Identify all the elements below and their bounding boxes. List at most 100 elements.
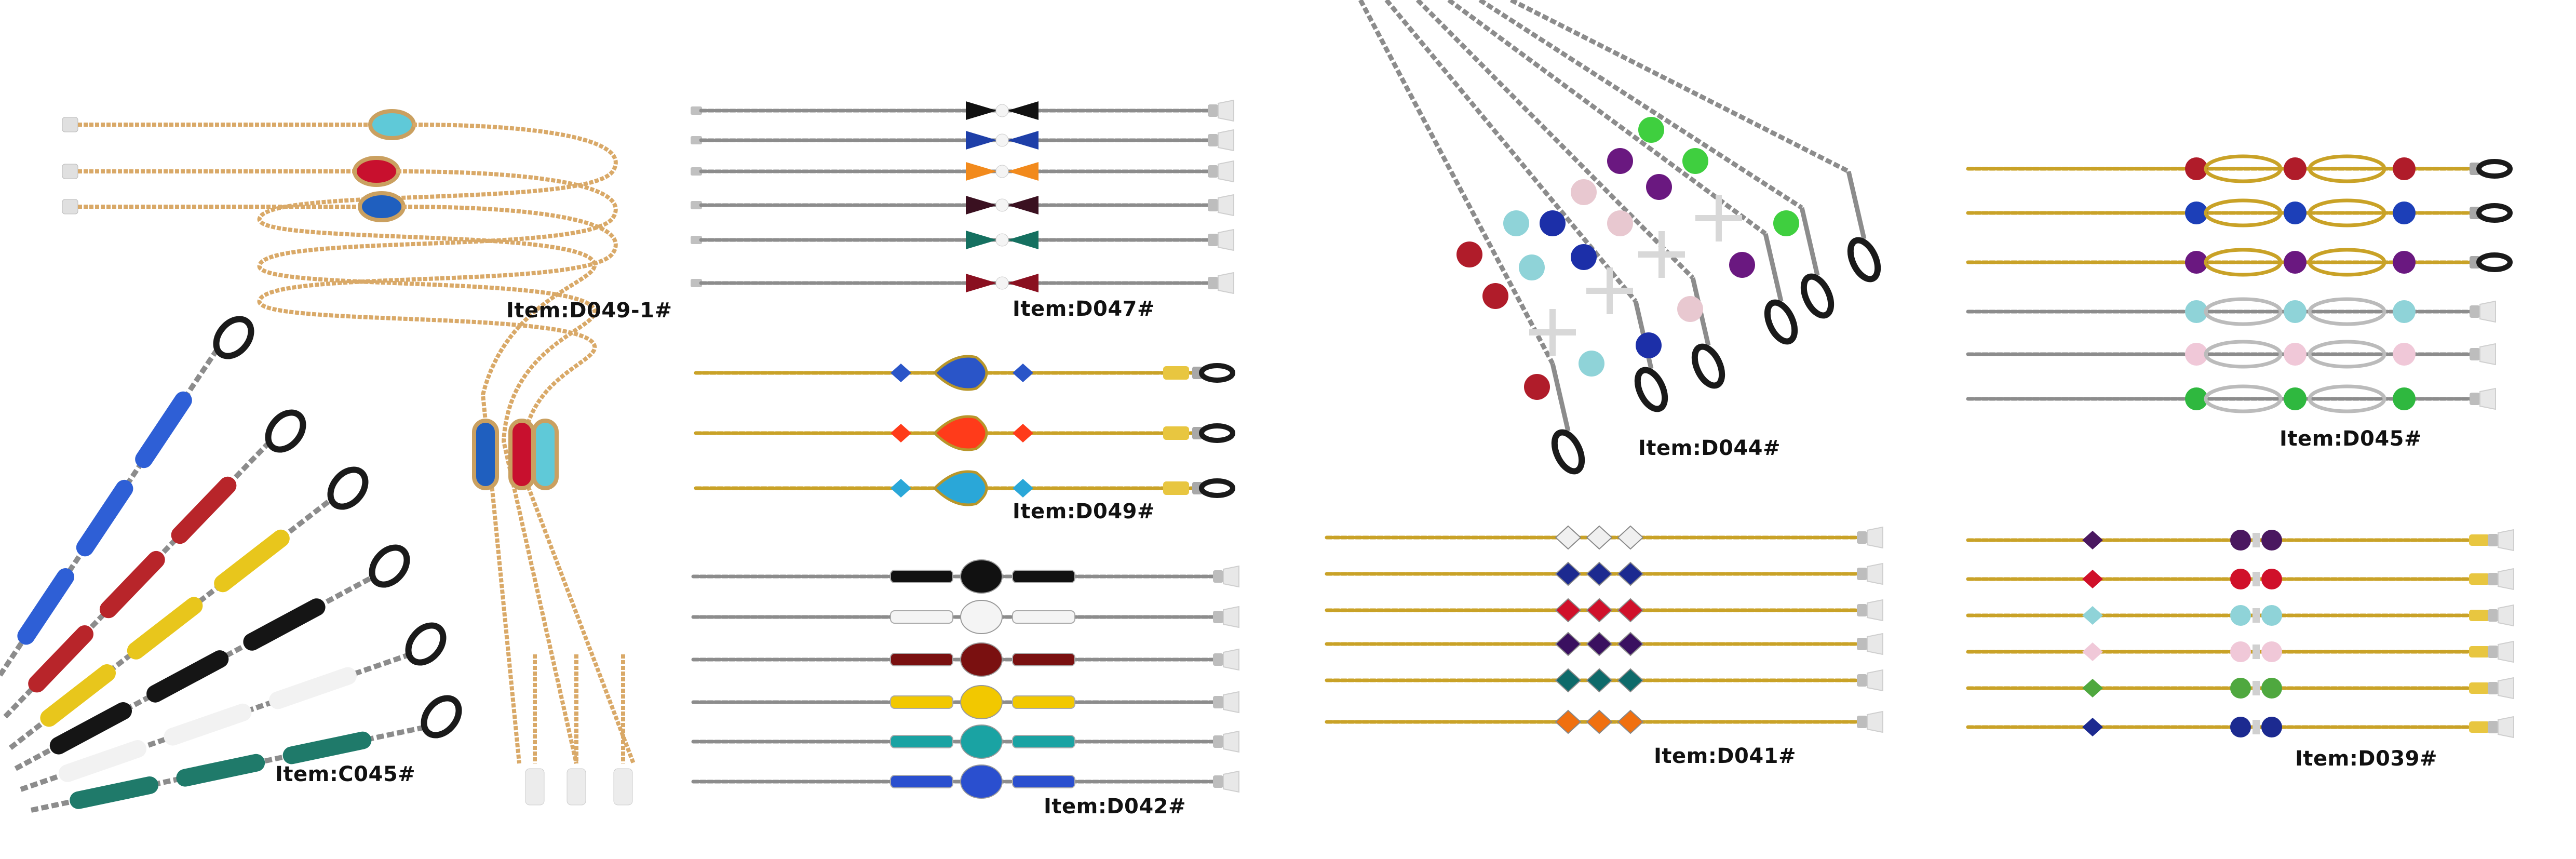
round-bead: [2284, 387, 2307, 410]
faceted-bead: [960, 600, 1003, 634]
tube-bead: [214, 529, 290, 593]
round-bead: [2230, 569, 2251, 589]
product-d041-crystal-chains: [1325, 525, 1883, 734]
rubber-tip: [1223, 565, 1239, 588]
end-cap: [1857, 568, 1867, 580]
rubber-tip: [1223, 691, 1239, 714]
crystal-bicone: [1586, 525, 1613, 550]
crystal-bicone: [1555, 668, 1582, 693]
gold-cap: [1163, 426, 1189, 440]
rubber-loop: [1199, 423, 1235, 443]
round-bead: [1503, 210, 1529, 236]
bow-left: [966, 196, 997, 214]
round-bead: [2185, 157, 2208, 180]
rubber-loop: [421, 695, 462, 739]
bow-center-pearl: [995, 276, 1009, 290]
rubber-tip: [1223, 606, 1239, 628]
round-bead: [2284, 157, 2307, 180]
rubber-tip: [2479, 300, 2496, 323]
bow-center-pearl: [995, 233, 1009, 247]
bicone-crystal: [1013, 364, 1033, 382]
crystal-bicone: [2082, 642, 2103, 661]
crystal-bicone: [1586, 598, 1613, 623]
bow-right: [1007, 231, 1039, 249]
product-d047-bow-chains: [691, 99, 1234, 294]
label-c045: Item:C045#: [275, 762, 416, 786]
end-cap: [691, 167, 702, 176]
crystal-bicone: [2082, 718, 2103, 736]
rhinestone-spacer: [2253, 608, 2260, 623]
round-bead: [1519, 254, 1545, 280]
end-cap: [2488, 721, 2498, 733]
round-bead: [2185, 300, 2208, 323]
round-bead: [1636, 332, 1662, 358]
end-cap: [2488, 573, 2498, 585]
rubber-loop: [405, 622, 447, 666]
label-d045: Item:D045#: [2280, 427, 2422, 451]
gold-cap: [2469, 721, 2490, 733]
crystal-bicone: [1617, 561, 1644, 586]
pendant-stone: [472, 419, 499, 490]
label-d042: Item:D042#: [1044, 795, 1186, 818]
tube-bead: [282, 731, 372, 764]
round-bead: [2185, 387, 2208, 410]
teardrop-stone: [933, 355, 988, 391]
end-cap: [1213, 653, 1223, 666]
bicone-crystal: [1013, 479, 1033, 498]
round-bead: [2261, 569, 2282, 589]
oval-link: [2308, 384, 2386, 413]
end-cap: [1857, 674, 1867, 687]
tube-bead: [890, 735, 953, 748]
end-cap: [2488, 609, 2498, 622]
gold-cap: [1163, 481, 1189, 495]
rubber-tip: [2479, 343, 2496, 366]
end-cap: [1208, 165, 1218, 178]
rubber-tip: [2498, 640, 2514, 663]
rubber-loop: [327, 466, 369, 510]
bow-center-pearl: [995, 104, 1009, 117]
faceted-bead: [960, 685, 1003, 719]
rubber-loop: [1199, 478, 1235, 498]
tube-bead: [890, 695, 953, 709]
bow-left: [966, 274, 997, 292]
rubber-loop: [2476, 159, 2513, 179]
rubber-tip: [2479, 387, 2496, 410]
end-cap: [1857, 638, 1867, 650]
rubber-tip: [62, 164, 78, 179]
bicone-crystal: [891, 364, 911, 382]
round-bead: [1646, 174, 1672, 200]
end-cap: [1213, 735, 1223, 748]
tube-bead: [40, 664, 116, 727]
rubber-tip: [1867, 669, 1883, 692]
rubber-tip: [1218, 160, 1234, 183]
end-cap: [691, 279, 702, 287]
tube-bead: [890, 610, 953, 624]
product-c045-tube-chains: [0, 316, 462, 813]
rubber-loop: [265, 409, 306, 453]
gold-cap: [2469, 610, 2490, 621]
round-bead: [2230, 605, 2251, 626]
rubber-tip: [1218, 129, 1234, 152]
faceted-bead: [960, 642, 1003, 677]
end-cap: [691, 136, 702, 144]
rubber-tip: [1218, 229, 1234, 251]
round-bead: [2284, 343, 2307, 366]
silver-chain: [1384, 0, 1638, 303]
rhinestone-spacer: [2253, 572, 2260, 586]
tube-bead: [99, 551, 165, 619]
oval-link: [2308, 297, 2386, 326]
rubber-loop: [1800, 273, 1835, 319]
tube-bead: [1012, 570, 1075, 583]
label-d049: Item:D049#: [1013, 500, 1155, 524]
rubber-tip: [1867, 633, 1883, 655]
rubber-tip: [62, 117, 78, 132]
round-bead: [1677, 296, 1703, 322]
rubber-loop: [369, 544, 410, 588]
round-bead: [1540, 210, 1566, 236]
silver-cross-charm: [1638, 231, 1685, 278]
tube-bead: [890, 653, 953, 666]
silver-chain: [1447, 0, 1767, 236]
rubber-tip: [2498, 716, 2514, 739]
round-bead: [1607, 210, 1633, 236]
tube-bead: [1012, 775, 1075, 788]
